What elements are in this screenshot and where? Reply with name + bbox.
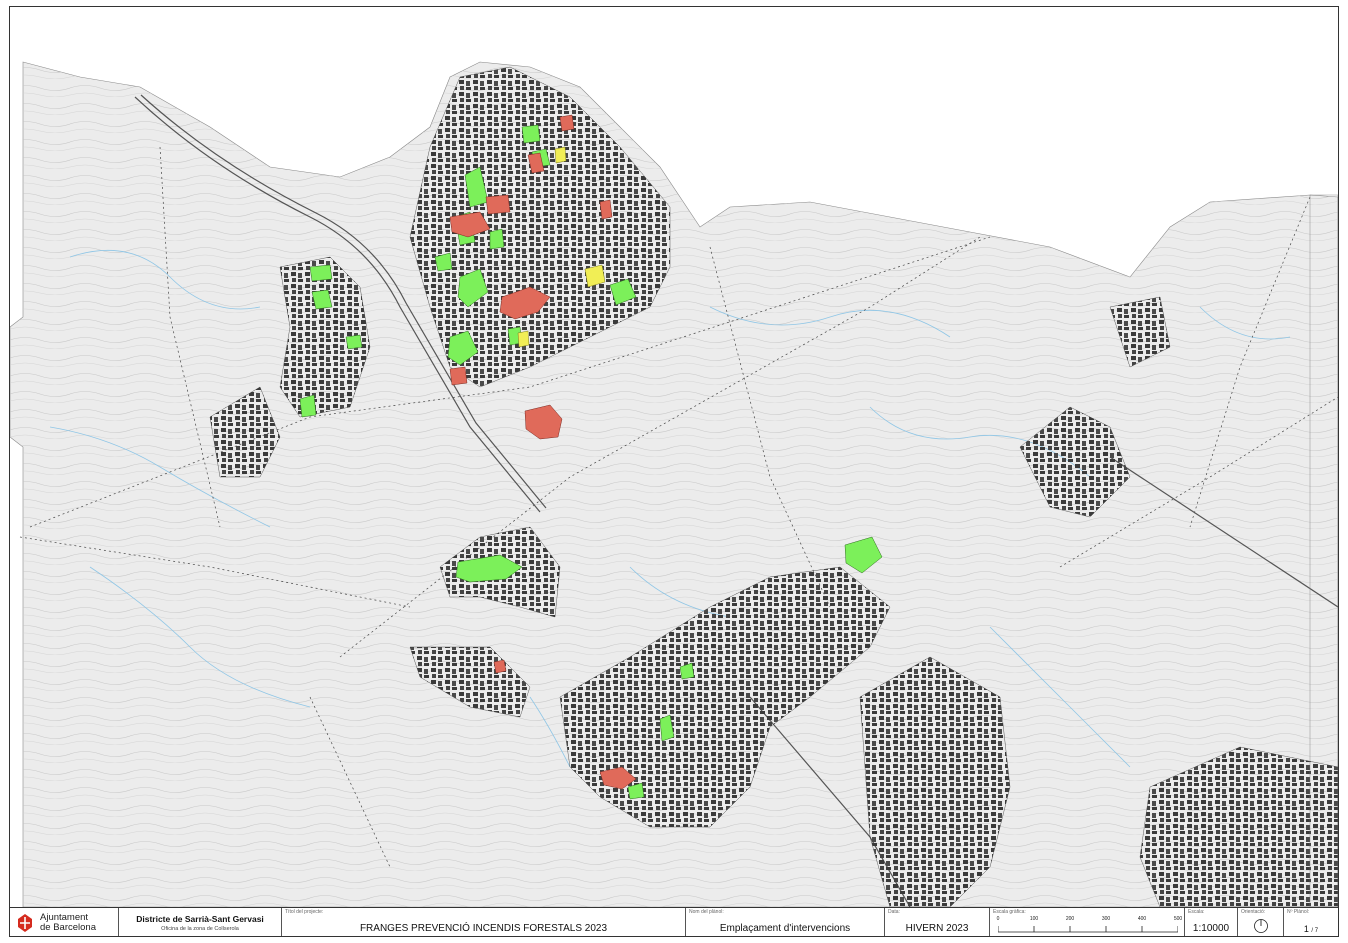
graphic-scale-cell: Escala gràfica: 0 100 200 300 400 500 — [990, 908, 1185, 936]
north-arrow-icon — [1254, 919, 1268, 933]
organization-line1: Ajuntament — [40, 911, 89, 923]
red-zones[interactable] — [449, 114, 637, 790]
scale-tick: 100 — [1029, 916, 1039, 922]
plan-number-cell: Nº Plànol: 1 / 7 — [1284, 908, 1338, 936]
scale-value: 1:10000 — [1192, 923, 1230, 934]
scale-tick: 500 — [1173, 916, 1183, 922]
date-cell: Data: HIVERN 2023 — [885, 908, 990, 936]
district-name: Districte de Sarrià-Sant Gervasi — [136, 914, 264, 924]
project-title-cell: Títol del projecte: FRANGES PREVENCIÓ IN… — [282, 908, 686, 936]
plan-name-cell: Nom del plànol: Emplaçament d'intervenci… — [686, 908, 885, 936]
date-caption: Data: — [888, 909, 900, 915]
organization-block: Ajuntament de Barcelona — [10, 908, 119, 936]
stream-network — [49, 249, 1291, 768]
date-value: HIVERN 2023 — [905, 923, 969, 934]
map-canvas[interactable] — [10, 7, 1338, 907]
graphic-scale-bar: 0 100 200 300 400 500 — [996, 916, 1182, 936]
scale-bar-graphic — [998, 924, 1178, 934]
office-name: Oficina de la zona de Collserola — [161, 926, 239, 932]
project-title: FRANGES PREVENCIÓ INCENDIS FORESTALS 202… — [359, 923, 608, 934]
plan-number-caption: Nº Plànol: — [1287, 909, 1310, 915]
plan-caption: Nom del plànol: — [689, 909, 724, 915]
organization-line2: de Barcelona — [40, 921, 96, 933]
plan-name: Emplaçament d'intervencions — [719, 923, 851, 934]
barcelona-shield-icon — [18, 913, 32, 932]
scale-tick: 400 — [1137, 916, 1147, 922]
plan-number: 1 — [1303, 924, 1309, 934]
scale-cell: Escala: 1:10000 — [1185, 908, 1238, 936]
scale-caption: Escala: — [1188, 909, 1205, 915]
title-block: Ajuntament de Barcelona Districte de Sar… — [10, 907, 1338, 936]
district-block: Districte de Sarrià-Sant Gervasi Oficina… — [119, 908, 282, 936]
plan-total: / 7 — [1311, 928, 1319, 934]
orientation-caption: Orientació: — [1241, 909, 1266, 915]
project-caption: Títol del projecte: — [285, 909, 324, 915]
map-sheet: Ajuntament de Barcelona Districte de Sar… — [9, 6, 1339, 937]
graphic-scale-caption: Escala gràfica: — [993, 909, 1026, 915]
orientation-cell: Orientació: — [1238, 908, 1284, 936]
urban-areas — [209, 66, 1338, 907]
scale-tick: 200 — [1065, 916, 1075, 922]
scale-tick: 0 — [996, 916, 1000, 922]
yellow-zones[interactable] — [517, 146, 606, 348]
green-zones[interactable] — [299, 124, 883, 800]
scale-tick: 300 — [1101, 916, 1111, 922]
